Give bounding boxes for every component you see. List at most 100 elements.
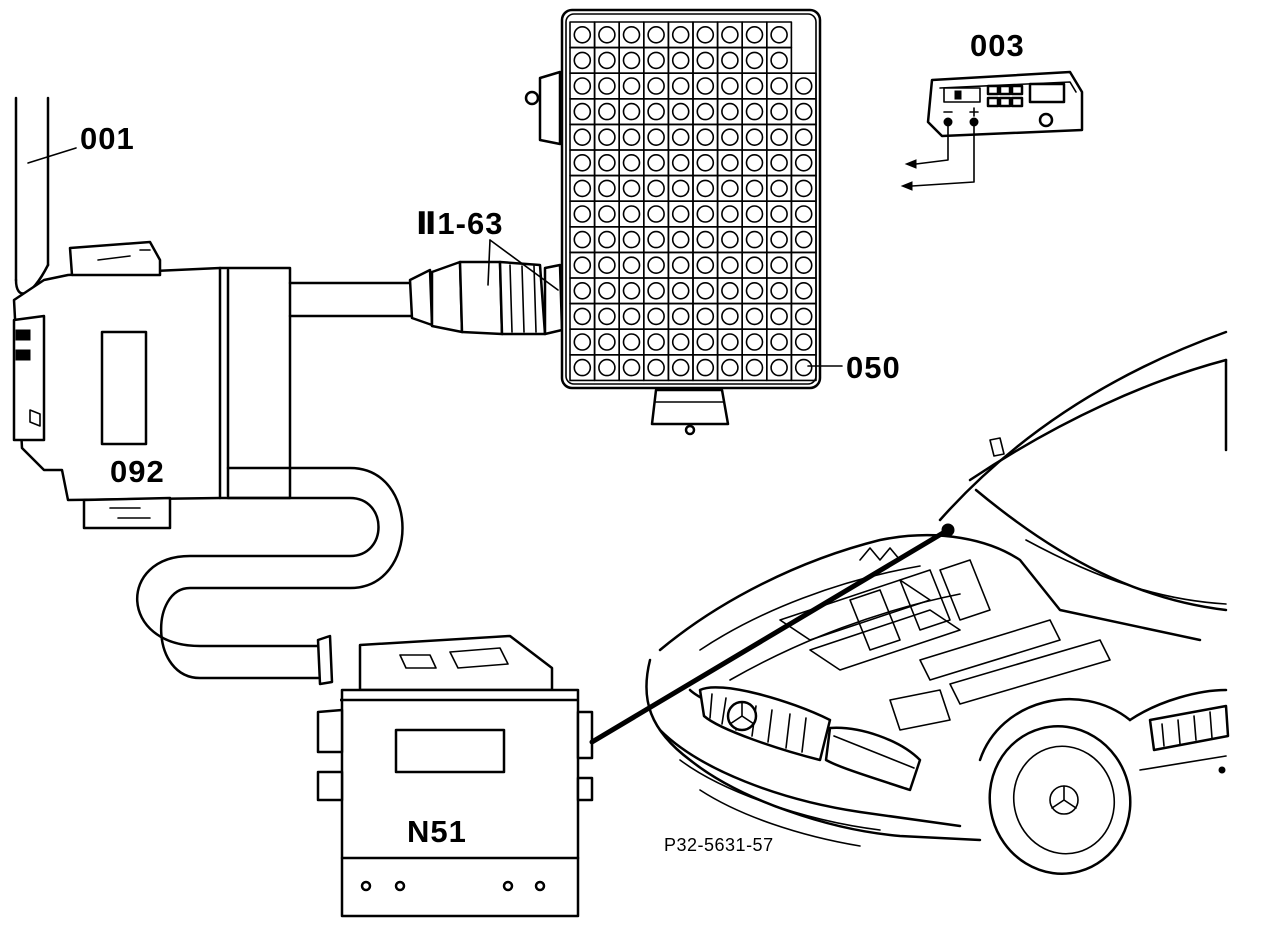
panel-socket xyxy=(573,25,592,44)
panel-socket xyxy=(598,256,616,275)
panel-socket xyxy=(794,128,813,146)
engine-details xyxy=(779,547,1111,731)
panel-socket xyxy=(647,333,665,351)
panel-socket xyxy=(622,154,641,172)
panel-socket xyxy=(721,205,739,223)
panel-socket xyxy=(696,179,715,198)
panel-socket xyxy=(573,281,592,300)
panel-socket xyxy=(573,256,592,275)
panel-socket xyxy=(794,154,813,172)
panel-socket xyxy=(573,154,592,172)
panel-socket xyxy=(721,256,739,275)
panel-socket xyxy=(622,230,641,249)
panel-socket xyxy=(671,205,690,223)
multimeter-dial xyxy=(1038,112,1054,128)
panel-socket xyxy=(794,179,813,198)
panel-socket xyxy=(671,179,690,198)
panel-socket xyxy=(647,281,665,300)
panel-socket xyxy=(573,128,592,146)
panel-socket xyxy=(696,51,715,70)
panel-socket xyxy=(647,25,665,44)
panel-socket xyxy=(671,333,690,351)
panel-socket xyxy=(622,307,641,326)
panel-socket xyxy=(770,333,788,351)
panel-socket xyxy=(770,77,788,95)
panel-socket xyxy=(622,333,641,351)
panel-socket xyxy=(622,281,641,300)
panel-socket xyxy=(745,77,764,95)
panel-socket xyxy=(573,358,592,377)
panel-socket xyxy=(696,230,715,249)
panel-socket xyxy=(696,25,715,44)
panel-socket xyxy=(671,307,690,326)
panel-socket xyxy=(573,307,592,326)
panel-socket xyxy=(598,154,616,172)
panel-socket xyxy=(671,102,690,121)
panel-socket xyxy=(696,307,715,326)
adapter-092-window xyxy=(100,330,148,446)
panel-socket xyxy=(598,128,616,146)
panel-socket xyxy=(598,205,616,223)
panel-socket xyxy=(573,102,592,121)
panel-socket xyxy=(696,281,715,300)
panel-socket xyxy=(745,102,764,121)
leader-cable-b xyxy=(489,239,559,291)
multimeter-jack-plus xyxy=(969,117,979,127)
breakout-panel-050 xyxy=(524,8,843,436)
panel-socket xyxy=(770,102,788,121)
multimeter-keypad xyxy=(986,84,1024,108)
panel-socket xyxy=(573,179,592,198)
panel-socket xyxy=(745,333,764,351)
panel-socket xyxy=(770,205,788,223)
panel-socket xyxy=(573,77,592,95)
panel-socket xyxy=(671,154,690,172)
panel-socket xyxy=(745,179,764,198)
panel-socket xyxy=(721,51,739,70)
panel-socket xyxy=(794,256,813,275)
panel-socket xyxy=(721,307,739,326)
panel-socket xyxy=(745,281,764,300)
panel-socket xyxy=(745,51,764,70)
panel-socket xyxy=(696,77,715,95)
panel-socket-grid xyxy=(569,21,817,382)
panel-socket xyxy=(721,333,739,351)
panel-socket xyxy=(598,179,616,198)
panel-socket xyxy=(598,25,616,44)
engine-bay-mount-point xyxy=(941,523,955,537)
panel-socket xyxy=(598,281,616,300)
panel-socket xyxy=(622,358,641,377)
panel-socket xyxy=(770,128,788,146)
vehicle-illustration xyxy=(645,330,1230,875)
panel-socket xyxy=(721,25,739,44)
connector-II1-63 xyxy=(408,239,564,336)
label-050: 050 xyxy=(846,350,901,385)
panel-socket xyxy=(745,128,764,146)
adapter-092 xyxy=(12,240,292,530)
panel-socket xyxy=(745,358,764,377)
panel-socket xyxy=(647,205,665,223)
label-001: 001 xyxy=(80,121,135,156)
panel-socket xyxy=(622,205,641,223)
side-vent xyxy=(1148,704,1230,752)
panel-socket xyxy=(671,281,690,300)
panel-socket xyxy=(721,358,739,377)
grille xyxy=(698,686,832,762)
label-N51: N51 xyxy=(407,814,467,849)
multimeter-003 xyxy=(900,70,1084,191)
control-unit-N51-window xyxy=(394,728,506,774)
panel-socket xyxy=(573,51,592,70)
panel-socket xyxy=(671,25,690,44)
panel-socket xyxy=(745,205,764,223)
panel-socket xyxy=(671,256,690,275)
panel-socket xyxy=(647,179,665,198)
panel-socket xyxy=(598,358,616,377)
panel-socket xyxy=(647,51,665,70)
label-cable-II1-63: Ⅱ1-63 xyxy=(416,206,504,241)
lead-to-engine-bay xyxy=(589,527,951,745)
panel-socket xyxy=(622,25,641,44)
panel-socket xyxy=(770,307,788,326)
headlight xyxy=(824,726,922,792)
panel-socket xyxy=(794,358,813,377)
panel-socket xyxy=(770,358,788,377)
panel-socket xyxy=(794,333,813,351)
